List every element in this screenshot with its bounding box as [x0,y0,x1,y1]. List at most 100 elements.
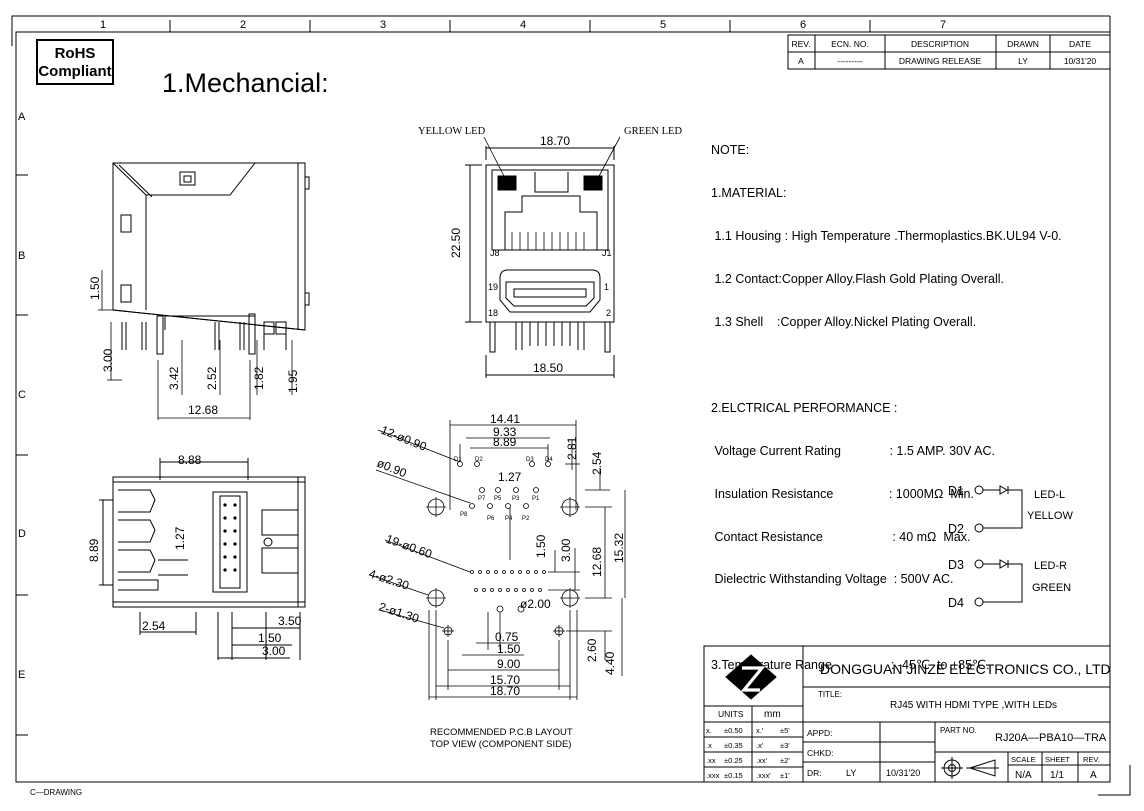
led-r-label: LED-R [1034,560,1067,572]
pcb-dim-1441: 14.41 [490,412,520,426]
front-j1: J1 [602,248,612,258]
grid-col-3: 3 [380,19,386,31]
company-name: DONGGUAN JINZE ELECTRONICS CO., LTD [820,661,1111,677]
side-dim-300: 3.00 [101,348,115,372]
led-yellow-label: YELLOW [1027,510,1073,522]
front-view [465,136,621,378]
rev-c-ecn: --------- [837,56,863,66]
tol-2-1: ±0.25 [724,756,743,765]
title-block [703,645,1111,783]
pcb-dim-900: 9.00 [497,657,521,671]
pcb-dim-150h: 1.50 [497,642,521,656]
pcb-lbl-090: ø0.90 [375,456,409,481]
title-label: TITLE: [818,690,842,699]
tol-2-2: .xx' [756,756,768,765]
tol-0-0: x. [706,726,712,735]
tol-1-2: .x' [756,741,764,750]
grid-row-b: B [18,250,25,262]
rev-c-drawn: LY [1018,56,1028,66]
grid-row-c: C [18,389,26,401]
pcb-dim-300v: 3.00 [559,538,573,562]
sheet-value: 1/1 [1050,770,1064,781]
scale-value: N/A [1015,770,1032,781]
front-p19: 19 [488,282,498,292]
notes-block: NOTE: 1.MATERIAL: 1.1 Housing : High Tem… [711,115,1062,687]
led-green-label: GREEN [1032,582,1071,594]
led-l-label: LED-L [1034,489,1065,501]
side-view [112,162,310,355]
pad-d3: D3 [526,457,534,463]
front-p2: 2 [606,308,611,318]
pcb-dim-933: 9.33 [493,425,517,439]
tol-0-1: ±0.50 [724,726,743,735]
pad-p7: P7 [478,496,486,502]
side-dim-252: 2.52 [205,366,219,390]
pad-d4: D4 [545,457,553,463]
pad-p6: P6 [487,516,495,522]
tol-2-0: .xx [706,756,716,765]
bottom-dim-350: 3.50 [278,614,302,628]
note-material-title: 1.MATERIAL: [711,186,787,201]
pcb-dim-1268: 12.68 [590,547,604,577]
pcb-dim-1870: 18.70 [490,684,520,698]
units-value: mm [764,709,781,720]
tol-3-0: .xxx [706,771,720,780]
front-p1: 1 [604,282,609,292]
pad-p3: P3 [512,496,520,502]
front-dim-width-bottom: 18.50 [533,361,563,375]
front-dim-width-top: 18.70 [540,134,570,148]
pcb-lbl-4: 4-ø2.30 [367,567,411,593]
grid-col-4: 4 [520,19,526,31]
pcb-dim-075: 0.75 [495,630,519,644]
revision-table [787,34,1111,70]
dr-label: DR: [807,768,822,778]
pad-p1: P1 [532,496,540,502]
side-dim-1268: 12.68 [188,403,218,417]
note-head: NOTE: [711,143,750,158]
tol-0-3: ±5' [780,726,790,735]
pcb-dim-1570: 15.70 [490,673,520,687]
note-elec-title: 2.ELCTRICAL PERFORMANCE : [711,400,898,415]
pcb-caption-2: TOP VIEW (COMPONENT SIDE) [430,739,572,750]
front-j8: J8 [490,248,500,258]
grid-row-a: A [18,111,26,123]
grid-row-e: E [18,669,25,681]
pcb-dim-440: 4.40 [603,651,617,675]
dr-date: 10/31'20 [886,768,920,778]
note-e4: Dielectric Withstanding Voltage : 500V A… [711,572,954,587]
pad-p5: P5 [494,496,502,502]
tol-0-2: x.' [756,726,764,735]
tol-2-3: ±2' [780,756,790,765]
pcb-lbl-12: 12-ø0.90 [379,423,429,454]
led-d1: D1 [948,484,964,498]
tol-3-3: ±1' [780,771,790,780]
bottom-dim-889: 8.89 [87,538,101,562]
pcb-dim-281: 2.81 [565,436,579,460]
pad-p8: P8 [460,512,468,518]
pcb-phi200: ø2.00 [520,597,551,611]
pcb-dim-127: 1.27 [498,470,522,484]
rohs-badge: RoHS Compliant [36,39,114,85]
grid-col-7: 7 [940,19,946,31]
note-e1: Voltage Current Rating : 1.5 AMP. 30V AC… [711,443,995,458]
grid-col-1: 1 [100,19,106,31]
rev-value: A [1090,770,1097,781]
footer-label: C—DRAWING [30,788,83,797]
tol-1-3: ±3' [780,741,790,750]
bottom-dim-254: 2.54 [142,619,166,633]
rev-label: REV. [1083,755,1100,764]
sheet-label: SHEET [1045,755,1070,764]
rev-h-rev: REV. [791,39,810,49]
led-d4: D4 [948,596,964,610]
rev-h-date: DATE [1069,39,1091,49]
note-e3: Contact Resistance : 40 mΩ Max. [711,529,971,544]
bottom-dim-300: 3.00 [262,644,286,658]
bottom-dim-150: 1.50 [258,631,282,645]
pad-d2: D2 [475,457,483,463]
pcb-lbl-19: 19-ø0.60 [384,532,434,562]
led-schematic [974,485,1023,607]
note-m3: 1.3 Shell :Copper Alloy.Nickel Plating O… [711,315,977,330]
pcb-lbl-2: 2-ø1.30 [377,600,421,626]
note-m2: 1.2 Contact:Copper Alloy.Flash Gold Plat… [711,272,1004,287]
